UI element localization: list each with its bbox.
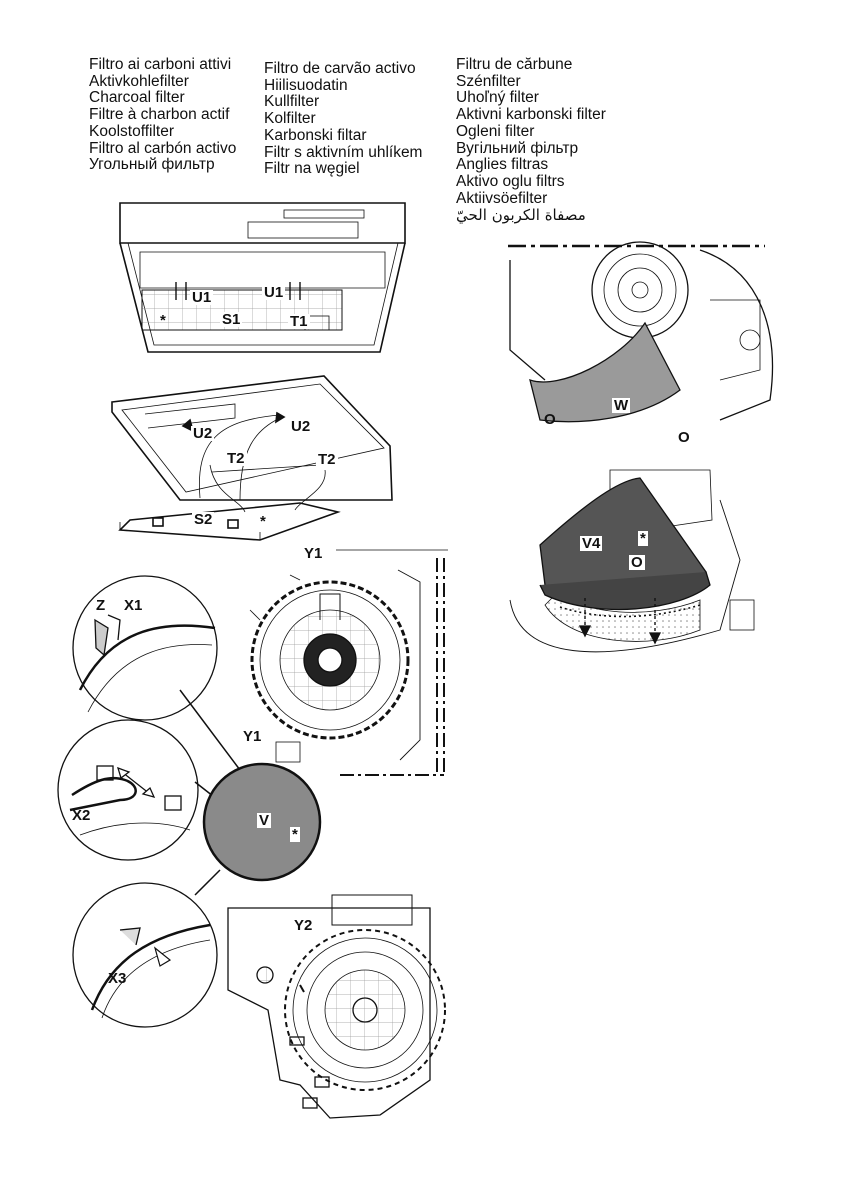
label-x1: X1 xyxy=(124,597,143,614)
label-o-2: O xyxy=(678,429,690,446)
label-s2: S2 xyxy=(192,511,215,528)
hood-bottom-illustration xyxy=(111,375,393,541)
col2-language-line: Filtr s aktivním uhlíkem xyxy=(264,143,423,161)
detail-circle-z-x1 xyxy=(72,575,218,721)
col3-language-line: Szénfilter xyxy=(456,72,521,90)
label-v: V xyxy=(257,812,272,829)
col3-language-line: Aktivo oglu filtrs xyxy=(456,172,565,190)
label-o-1: O xyxy=(544,411,556,428)
col3-language-line: Filtru de cărbune xyxy=(456,56,573,73)
col1-language-line: Filtro ai carboni attivi xyxy=(89,56,232,73)
label-s1: S1 xyxy=(220,311,243,328)
col3-language-line: Uhoľný filter xyxy=(456,89,539,107)
hood-front-illustration xyxy=(119,202,406,353)
label-x2: X2 xyxy=(72,807,91,824)
label-z: Z xyxy=(96,597,106,614)
col3-language-line: Ogleni filter xyxy=(456,122,535,140)
label-u1-left: U1 xyxy=(190,289,214,306)
col2-language-line: Hiilisuodatin xyxy=(264,76,348,94)
label-x3: X3 xyxy=(108,970,127,987)
col3-language-line: Aktivni karbonski filter xyxy=(456,106,606,124)
col2-language-line: Kolfilter xyxy=(264,110,316,128)
label-star-4: * xyxy=(290,826,300,843)
label-y2: Y2 xyxy=(294,917,313,934)
col1-language-line: Koolstoffilter xyxy=(89,122,175,140)
col1-language-line: Угольный фильтр xyxy=(89,156,215,174)
label-u1-right: U1 xyxy=(262,284,286,301)
col2-language-line: Filtro de carvão activo xyxy=(264,60,416,77)
col2-language-line: Filtr na węgiel xyxy=(264,160,360,178)
fan-motor-illustration xyxy=(249,549,448,776)
col2-language-line: Karbonski filtar xyxy=(264,126,367,144)
fan-filter-v4-illustration xyxy=(509,469,755,653)
col3-language-line: مصفاة الكربون الحيّ xyxy=(456,206,586,225)
label-v4: V4 xyxy=(580,535,603,552)
label-y1-top: Y1 xyxy=(304,545,323,562)
col1-language-line: Aktivkohlefilter xyxy=(89,72,189,90)
label-t2-left: T2 xyxy=(225,450,247,467)
label-y1-bottom: Y1 xyxy=(243,728,262,745)
label-u2-right: U2 xyxy=(289,418,313,435)
label-w: W xyxy=(612,397,631,414)
label-star-3: * xyxy=(638,530,648,547)
col3-language-line: Вугільний фільтр xyxy=(456,139,579,157)
label-t2-right: T2 xyxy=(316,451,338,468)
detail-circle-x3 xyxy=(72,882,218,1028)
label-star-1: * xyxy=(160,312,166,329)
col2-language-line: Kullfilter xyxy=(264,93,320,111)
label-o-3: O xyxy=(629,554,645,571)
col3-language-line: Anglies filtras xyxy=(456,156,549,174)
label-star-2: * xyxy=(260,513,266,530)
col1-language-line: Filtro al carbón activo xyxy=(89,139,237,157)
label-u2-left: U2 xyxy=(191,425,215,442)
label-t1: T1 xyxy=(288,313,310,330)
col3-language-line: Aktiivsöefilter xyxy=(456,189,548,207)
fan-top-illustration xyxy=(508,241,774,423)
col1-language-line: Charcoal filter xyxy=(89,89,185,107)
detail-circle-x2 xyxy=(57,719,199,861)
col1-language-line: Filtre à charbon actif xyxy=(89,106,230,124)
fan-bottom-illustration xyxy=(227,894,446,1119)
